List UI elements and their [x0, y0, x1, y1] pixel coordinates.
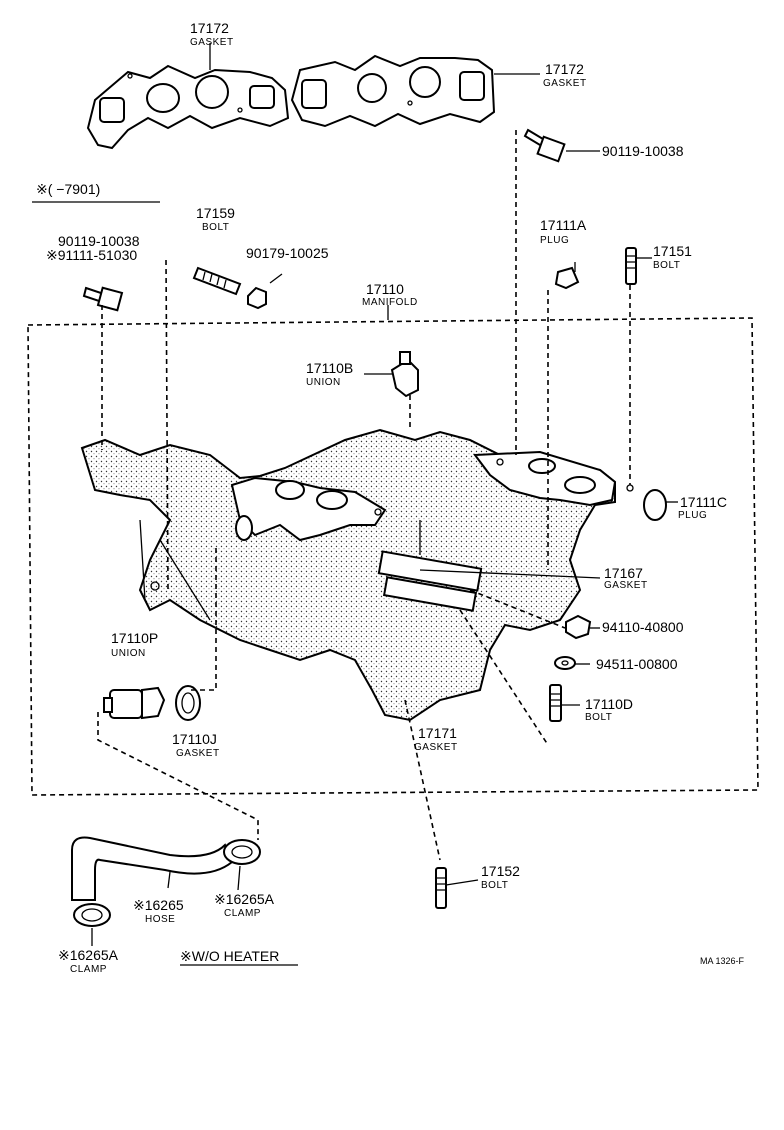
nut-94110-drawing[interactable] [565, 614, 592, 640]
label-17167-name: GASKET [604, 580, 648, 591]
label-17159-number: 17159 [196, 205, 235, 221]
label-90119-top: 90119-10038 [602, 143, 684, 159]
label-17110-number: 17110 [366, 281, 404, 297]
label-94511: 94511-00800 [596, 656, 678, 672]
label-90179: 90179-10025 [246, 245, 329, 261]
label-17111a-number: 17111A [540, 217, 587, 233]
nut-90179-drawing[interactable] [247, 286, 267, 310]
label-17171-name: GASKET [414, 742, 458, 753]
label-17110d-number: 17110D [585, 696, 633, 712]
variant-note: ※W/O HEATER [180, 948, 279, 964]
clamp-right-drawing[interactable] [223, 839, 261, 865]
label-17111c-name: PLUG [678, 510, 707, 521]
label-17111a-name: PLUG [540, 235, 569, 246]
label-leaders [32, 43, 678, 966]
label-17152-number: 17152 [481, 863, 520, 879]
label-17172-right-name: GASKET [543, 78, 587, 89]
label-16265a-right-name: CLAMP [224, 908, 261, 919]
label-17110j-name: GASKET [176, 748, 220, 759]
washer-94511-drawing[interactable] [554, 656, 576, 670]
bolt-17110d-drawing[interactable] [549, 684, 562, 722]
hose-16265-drawing[interactable] [71, 836, 234, 901]
label-17172-left-name: GASKET [190, 37, 234, 48]
condition-note: ※( −7901) [36, 181, 100, 197]
union-17110b-drawing[interactable] [390, 351, 419, 398]
label-16265a-right-number: ※16265A [214, 891, 275, 907]
bolt-left-drawing[interactable] [82, 286, 124, 312]
label-17110d-name: BOLT [585, 712, 612, 723]
label-17111c-number: 17111C [680, 494, 727, 510]
label-16265-name: HOSE [145, 914, 175, 925]
label-94110: 94110-40800 [602, 619, 684, 635]
stud-bolt-17159-drawing[interactable] [192, 266, 242, 296]
label-17172-left-number: 17172 [190, 20, 229, 36]
label-17110b-number: 17110B [306, 360, 353, 376]
clamp-left-drawing[interactable] [73, 903, 111, 927]
label-17171-number: 17171 [418, 725, 457, 741]
leader-lines [27, 130, 759, 861]
label-17151-number: 17151 [653, 243, 692, 259]
label-17110p-number: 17110P [111, 630, 158, 646]
part-labels: 17172 GASKET 17172 GASKET 90119-10038 ※(… [36, 20, 745, 975]
label-17110b-name: UNION [306, 377, 341, 388]
gasket-left-drawing[interactable] [86, 64, 290, 150]
bolt-17152-drawing[interactable] [435, 867, 447, 909]
label-17110p-name: UNION [111, 648, 146, 659]
gasket-17110j-drawing[interactable] [175, 685, 201, 721]
manifold-drawing[interactable] [80, 428, 634, 722]
label-17172-right-number: 17172 [545, 61, 584, 77]
label-16265a-left-name: CLAMP [70, 964, 107, 975]
figure-code: MA 1326-F [700, 956, 745, 966]
label-17110j-number: 17110J [172, 731, 217, 747]
label-17152-name: BOLT [481, 880, 508, 891]
label-17167-number: 17167 [604, 565, 643, 581]
bolt-90119-top-drawing[interactable] [523, 128, 566, 163]
label-16265a-left-number: ※16265A [58, 947, 119, 963]
label-90119-left: 90119-10038 [58, 233, 140, 249]
label-17159-name: BOLT [202, 222, 229, 233]
gasket-right-drawing[interactable] [290, 54, 496, 128]
label-17110-name: MANIFOLD [362, 297, 418, 308]
label-91111-left: ※91111-51030 [46, 247, 137, 263]
label-16265-number: ※16265 [133, 897, 184, 913]
plug-17111c-drawing[interactable] [643, 489, 667, 521]
label-17151-name: BOLT [653, 260, 680, 271]
bolt-17151-drawing[interactable] [625, 247, 637, 285]
plug-17111a-drawing[interactable] [554, 266, 580, 290]
union-17110p-drawing[interactable] [103, 686, 166, 720]
